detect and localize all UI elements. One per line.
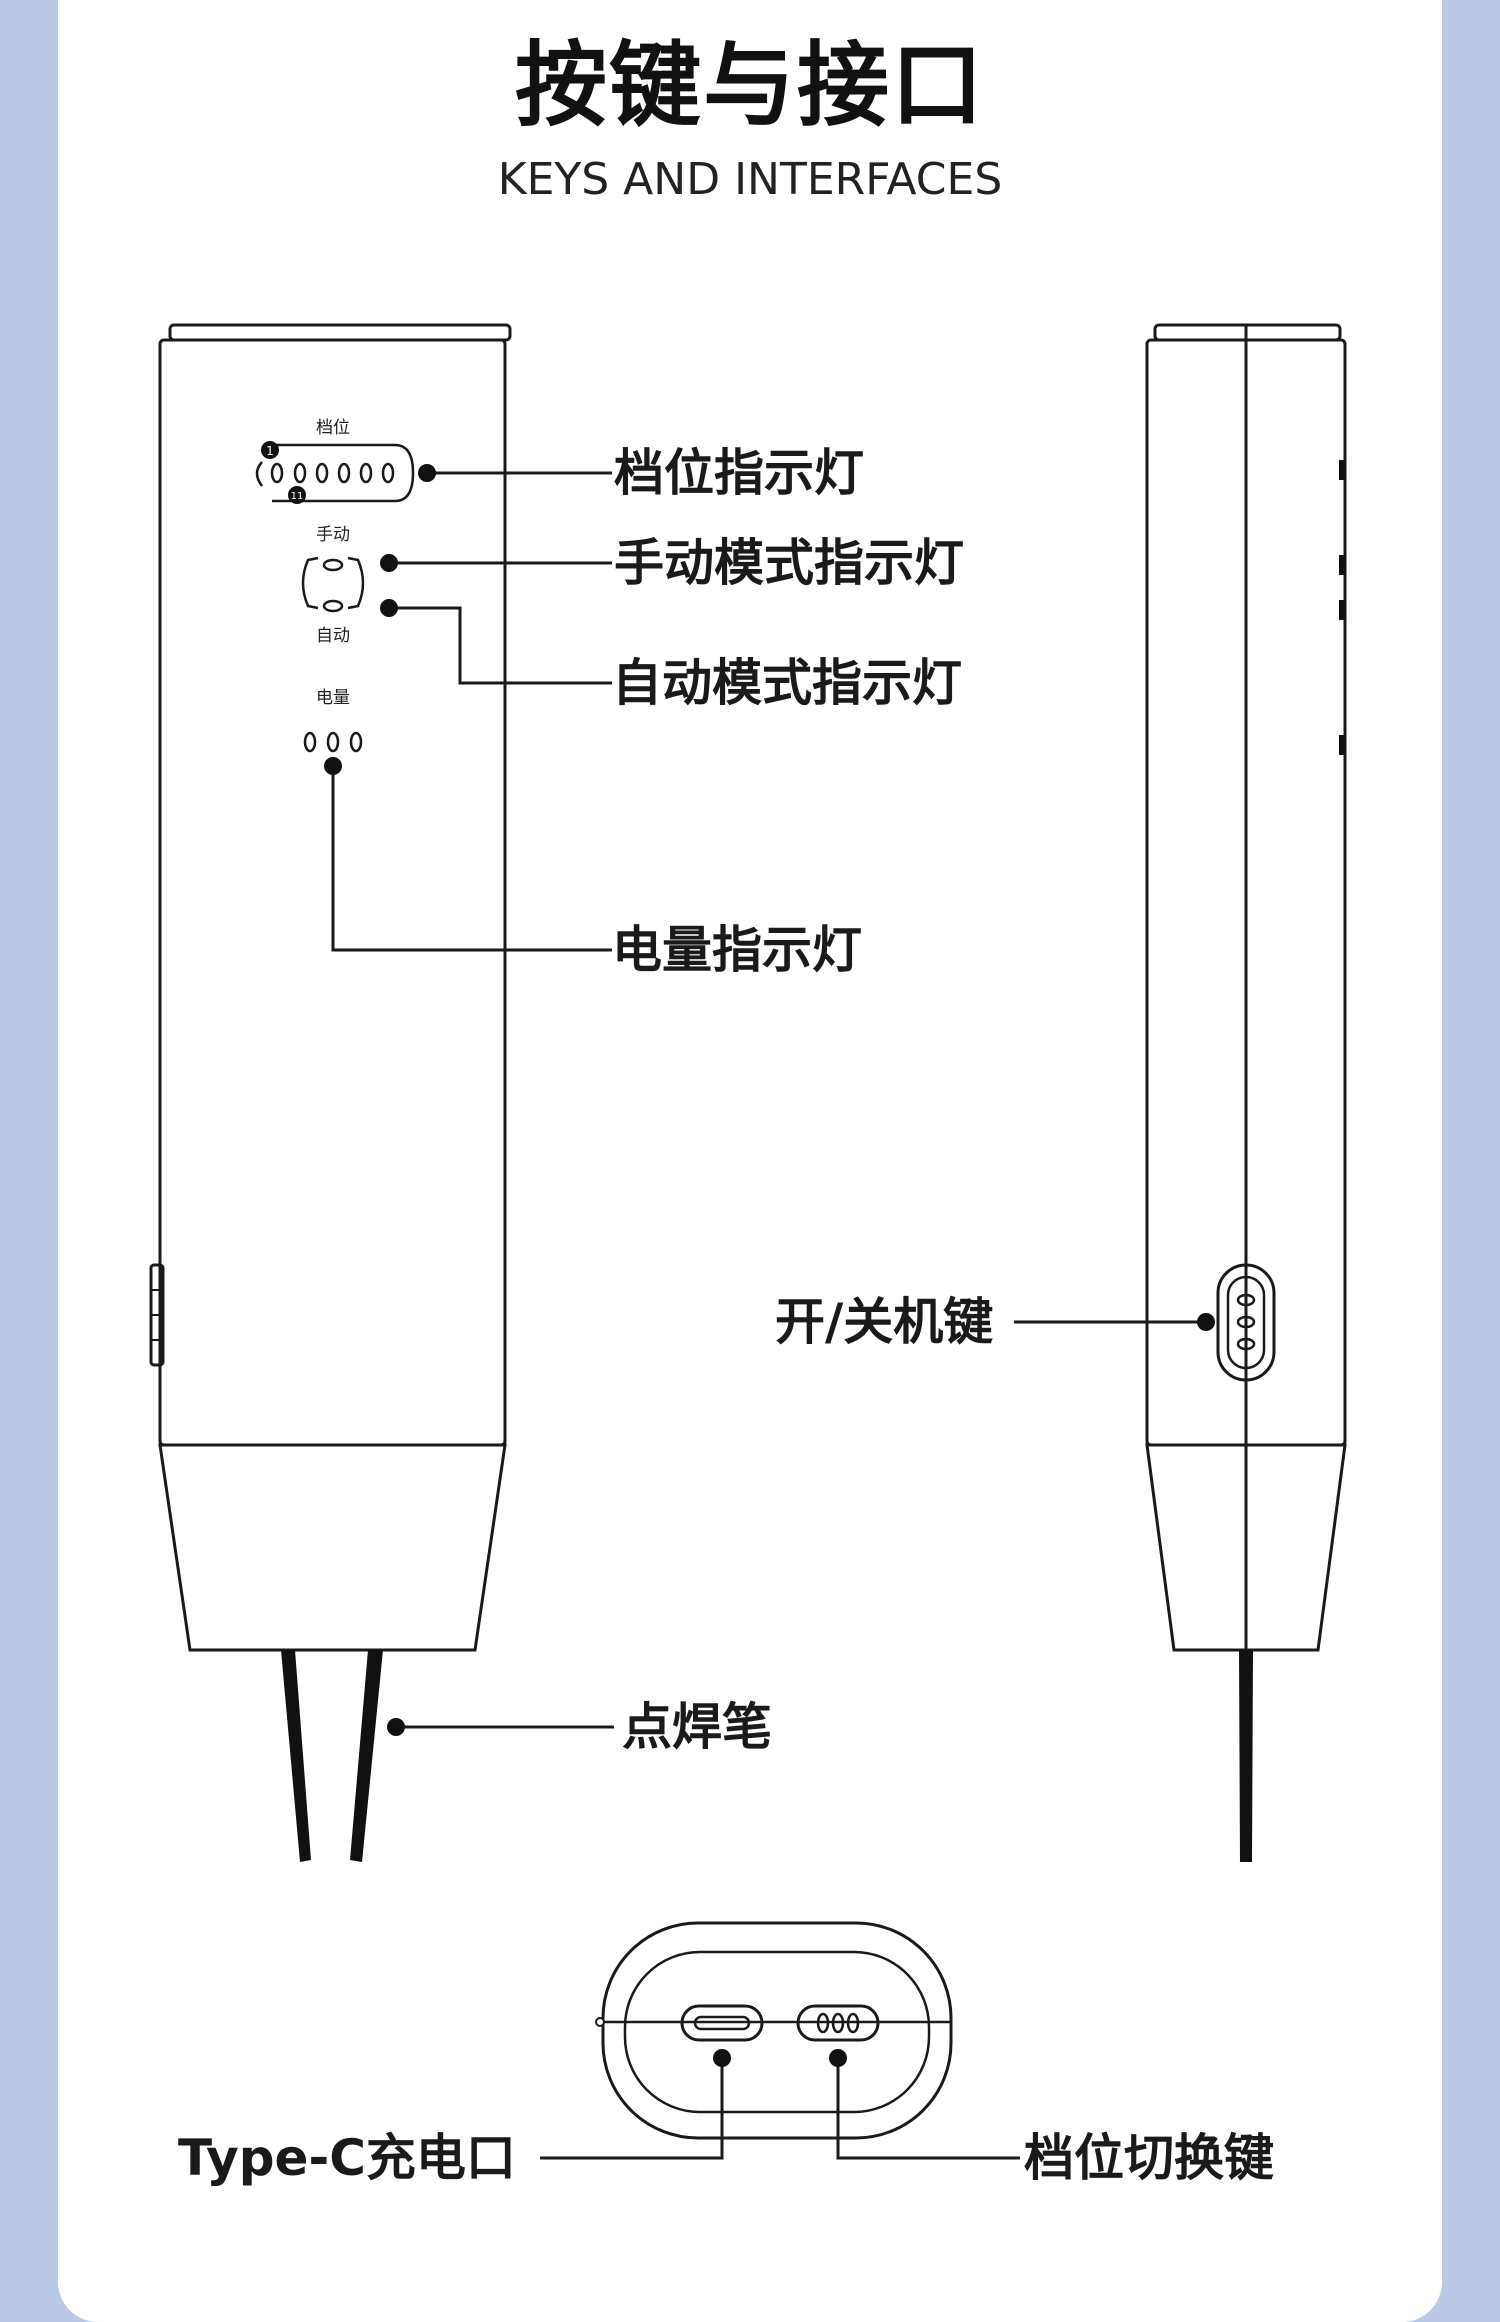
front-callout-lines bbox=[331, 471, 614, 1729]
page-title: 按键与接口 bbox=[514, 32, 985, 139]
mode-bracket-left bbox=[301, 556, 319, 610]
mode-bracket-right bbox=[347, 556, 365, 610]
bottom-view bbox=[601, 1921, 953, 2140]
content-card bbox=[58, 0, 1442, 2322]
svg-text:1: 1 bbox=[266, 444, 274, 458]
power-key-label: 开/关机键 bbox=[775, 1293, 994, 1351]
front-panel-markings: 档位 1 11 手动 bbox=[255, 418, 415, 753]
power-button-outline bbox=[1216, 1263, 1276, 1382]
gear-arrow-arc bbox=[255, 461, 264, 487]
manual-led bbox=[322, 558, 344, 572]
gear-frame bbox=[272, 443, 415, 503]
manual-indicator-label: 手动模式指示灯 bbox=[614, 534, 964, 592]
manual-small-label: 手动 bbox=[316, 525, 350, 545]
gear-switch-outline bbox=[796, 2004, 880, 2042]
typec-callout-line bbox=[540, 2058, 724, 2160]
side-tweezer bbox=[1239, 1650, 1253, 1862]
front-taper bbox=[158, 1443, 507, 1652]
page-subtitle: KEYS AND INTERFACES bbox=[497, 154, 1003, 205]
gear-marker-11 bbox=[288, 486, 306, 504]
typec-port-label: Type-C充电口 bbox=[178, 2129, 516, 2187]
gear-marker-1 bbox=[261, 441, 279, 459]
front-top-cap bbox=[168, 323, 512, 342]
spot-weld-pen-label: 点焊笔 bbox=[622, 1698, 772, 1756]
side-view bbox=[1145, 323, 1347, 1652]
gear-switch-callout-line bbox=[836, 2058, 1020, 2160]
front-view bbox=[149, 323, 512, 1652]
front-tweezers bbox=[281, 1650, 383, 1862]
gear-small-label: 档位 bbox=[316, 418, 350, 438]
svg-text:11: 11 bbox=[291, 491, 304, 502]
auto-led bbox=[322, 599, 344, 613]
bottom-inner-shell bbox=[623, 1950, 931, 2114]
battery-small-label: 电量 bbox=[316, 688, 350, 708]
front-callout-dots bbox=[324, 464, 436, 1736]
battery-leds bbox=[303, 731, 363, 753]
battery-callout-line bbox=[331, 766, 612, 952]
bottom-outer-shell bbox=[601, 1921, 953, 2140]
auto-indicator-label: 自动模式指示灯 bbox=[612, 654, 962, 712]
bottom-callouts bbox=[540, 2058, 1020, 2160]
auto-small-label: 自动 bbox=[316, 626, 350, 646]
gear-switch-key-label: 档位切换键 bbox=[1024, 2129, 1274, 2187]
battery-indicator-label: 电量指示灯 bbox=[612, 921, 862, 979]
side-right-ticks bbox=[1339, 460, 1345, 755]
side-taper bbox=[1145, 1443, 1347, 1652]
typec-port-outline bbox=[680, 2004, 764, 2042]
gear-indicator-label: 档位指示灯 bbox=[614, 444, 864, 502]
auto-callout-line bbox=[389, 606, 612, 685]
